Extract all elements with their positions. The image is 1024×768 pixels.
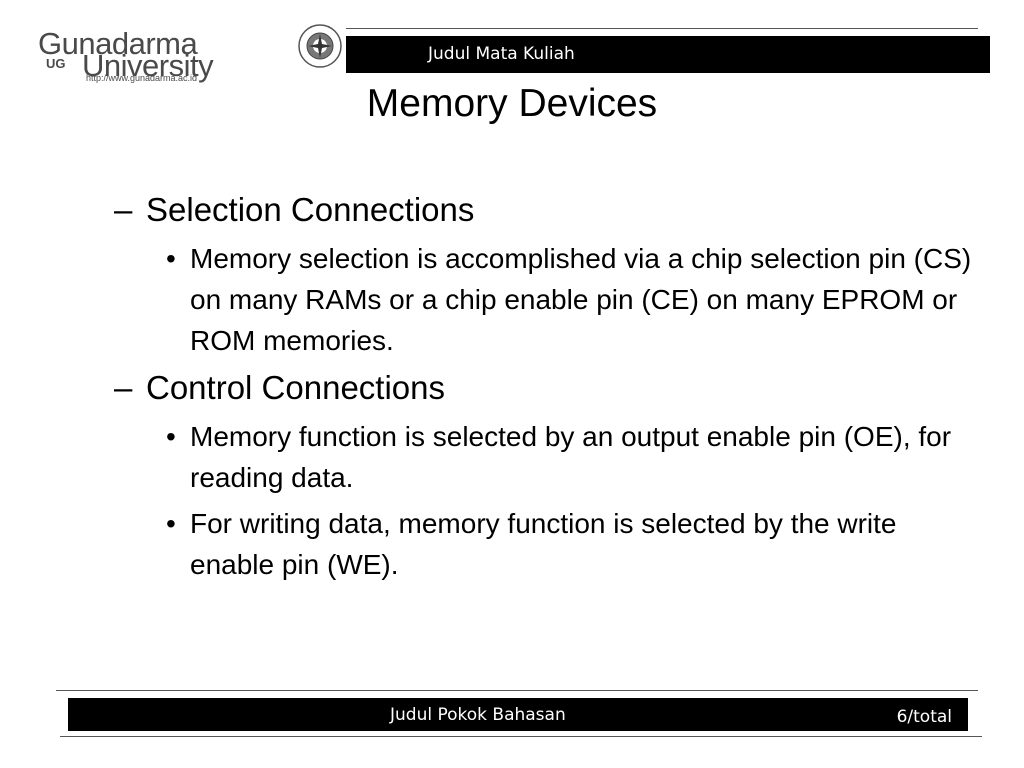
slide-content: – Selection Connections • Memory selecti… xyxy=(114,188,974,590)
university-logo: Gunadarma UG University http://www.gunad… xyxy=(36,24,342,84)
course-title: Judul Mata Kuliah xyxy=(428,44,575,64)
section-heading-text: Control Connections xyxy=(146,369,445,406)
bullet-item: • For writing data, memory function is s… xyxy=(114,503,974,585)
footer-rule-top xyxy=(56,690,978,691)
footer-topic: Judul Pokok Bahasan xyxy=(390,705,566,725)
bullet-marker: • xyxy=(166,421,176,452)
bullet-marker: • xyxy=(166,243,176,274)
section-heading-control: – Control Connections xyxy=(114,366,974,410)
bullet-item: • Memory function is selected by an outp… xyxy=(114,416,974,498)
dash-marker: – xyxy=(114,369,133,406)
bullet-text: For writing data, memory function is sel… xyxy=(190,508,897,580)
slide-title: Memory Devices xyxy=(0,82,1024,126)
bullet-text: Memory selection is accomplished via a c… xyxy=(190,243,972,356)
footer-band: Judul Pokok Bahasan 6/total xyxy=(68,698,968,731)
page-number: 6/total xyxy=(896,707,952,727)
bullet-marker: • xyxy=(166,508,176,539)
university-seal-icon xyxy=(298,24,342,68)
logo-wordmark-top: Gunadarma xyxy=(38,26,198,61)
logo-wordmark-bottom: University xyxy=(82,48,214,83)
header-rule xyxy=(346,28,978,29)
header-band: Judul Mata Kuliah xyxy=(346,36,990,73)
bullet-item: • Memory selection is accomplished via a… xyxy=(114,238,974,361)
bullet-text: Memory function is selected by an output… xyxy=(190,421,952,493)
logo-ug-mark: UG xyxy=(46,56,66,71)
slide-title-text: Memory Devices xyxy=(366,82,658,125)
section-heading-text: Selection Connections xyxy=(146,191,475,228)
section-heading-selection: – Selection Connections xyxy=(114,188,974,232)
footer-rule-bottom xyxy=(60,736,982,737)
logo-url: http://www.gunadarma.ac.id xyxy=(86,73,198,83)
dash-marker: – xyxy=(114,191,133,228)
